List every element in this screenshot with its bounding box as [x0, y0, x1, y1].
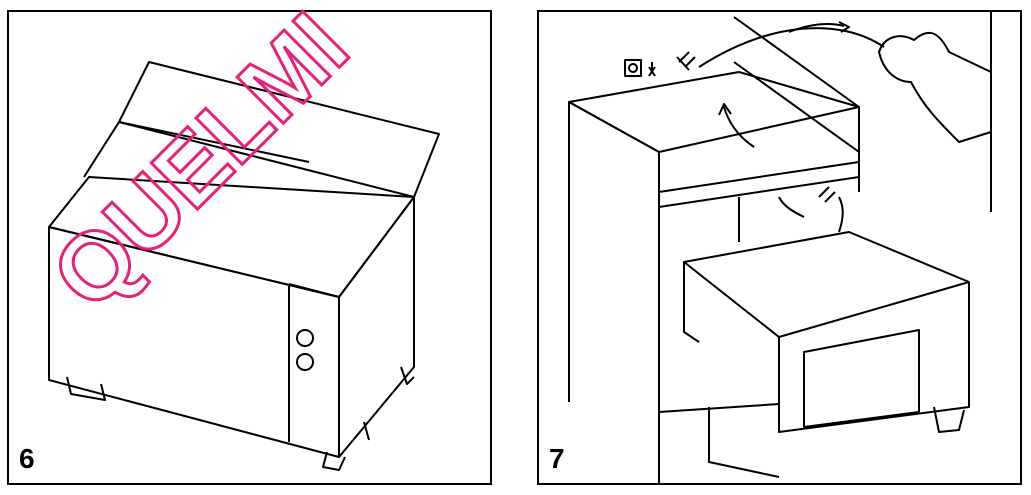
- side-rail: [363, 421, 370, 441]
- up-arrowhead: [718, 103, 732, 116]
- up-arrow-icon: [723, 106, 755, 148]
- step-6-panel: 6: [7, 10, 492, 485]
- step-number: 6: [19, 443, 35, 474]
- cabinet-top-shelf: [568, 71, 860, 153]
- plug-icon: [676, 51, 696, 71]
- cabinet-middle-shelf-edge: [658, 176, 860, 208]
- oven-front: [48, 226, 340, 458]
- step-7-panel: 7: [537, 10, 1022, 485]
- lower-rail: [658, 403, 780, 413]
- oven-support: [708, 407, 780, 478]
- lower-plug-icon: [818, 186, 836, 203]
- cabinet-back-panel: [733, 16, 860, 153]
- oven-left-side: [683, 262, 700, 343]
- oven-side: [338, 196, 415, 458]
- pull-arrow-icon: [788, 23, 845, 33]
- oven-front: [778, 282, 970, 433]
- upper-power-cord: [698, 27, 885, 68]
- hand-icon: [878, 31, 992, 143]
- control-panel-top: [288, 283, 340, 298]
- cabinet-left-wall: [568, 101, 660, 483]
- pull-arrowhead: [838, 21, 850, 33]
- oven-in-box-illustration: [48, 61, 440, 471]
- rear-right-foot: [400, 366, 415, 385]
- carton-side-flap: [83, 121, 310, 178]
- lower-power-cord: [838, 196, 844, 233]
- timer-knob-icon: [296, 329, 314, 347]
- socket-hole: [628, 63, 638, 73]
- front-left-foot: [66, 376, 106, 401]
- oven-door-window: [803, 329, 920, 428]
- oven-top: [683, 231, 970, 338]
- unplug-symbol-icon: [648, 62, 656, 77]
- carton-back-flap: [118, 61, 440, 198]
- power-knob-icon: [296, 353, 314, 371]
- oven-install-illustration: [568, 12, 992, 483]
- cabinet-middle-shelf: [658, 161, 860, 193]
- step-number: 7: [549, 443, 565, 474]
- oven-top-surface: [48, 176, 415, 298]
- right-foot: [933, 406, 965, 433]
- cord-arrow-icon: [778, 196, 805, 218]
- socket-icon: [624, 59, 642, 77]
- front-right-foot: [322, 451, 346, 471]
